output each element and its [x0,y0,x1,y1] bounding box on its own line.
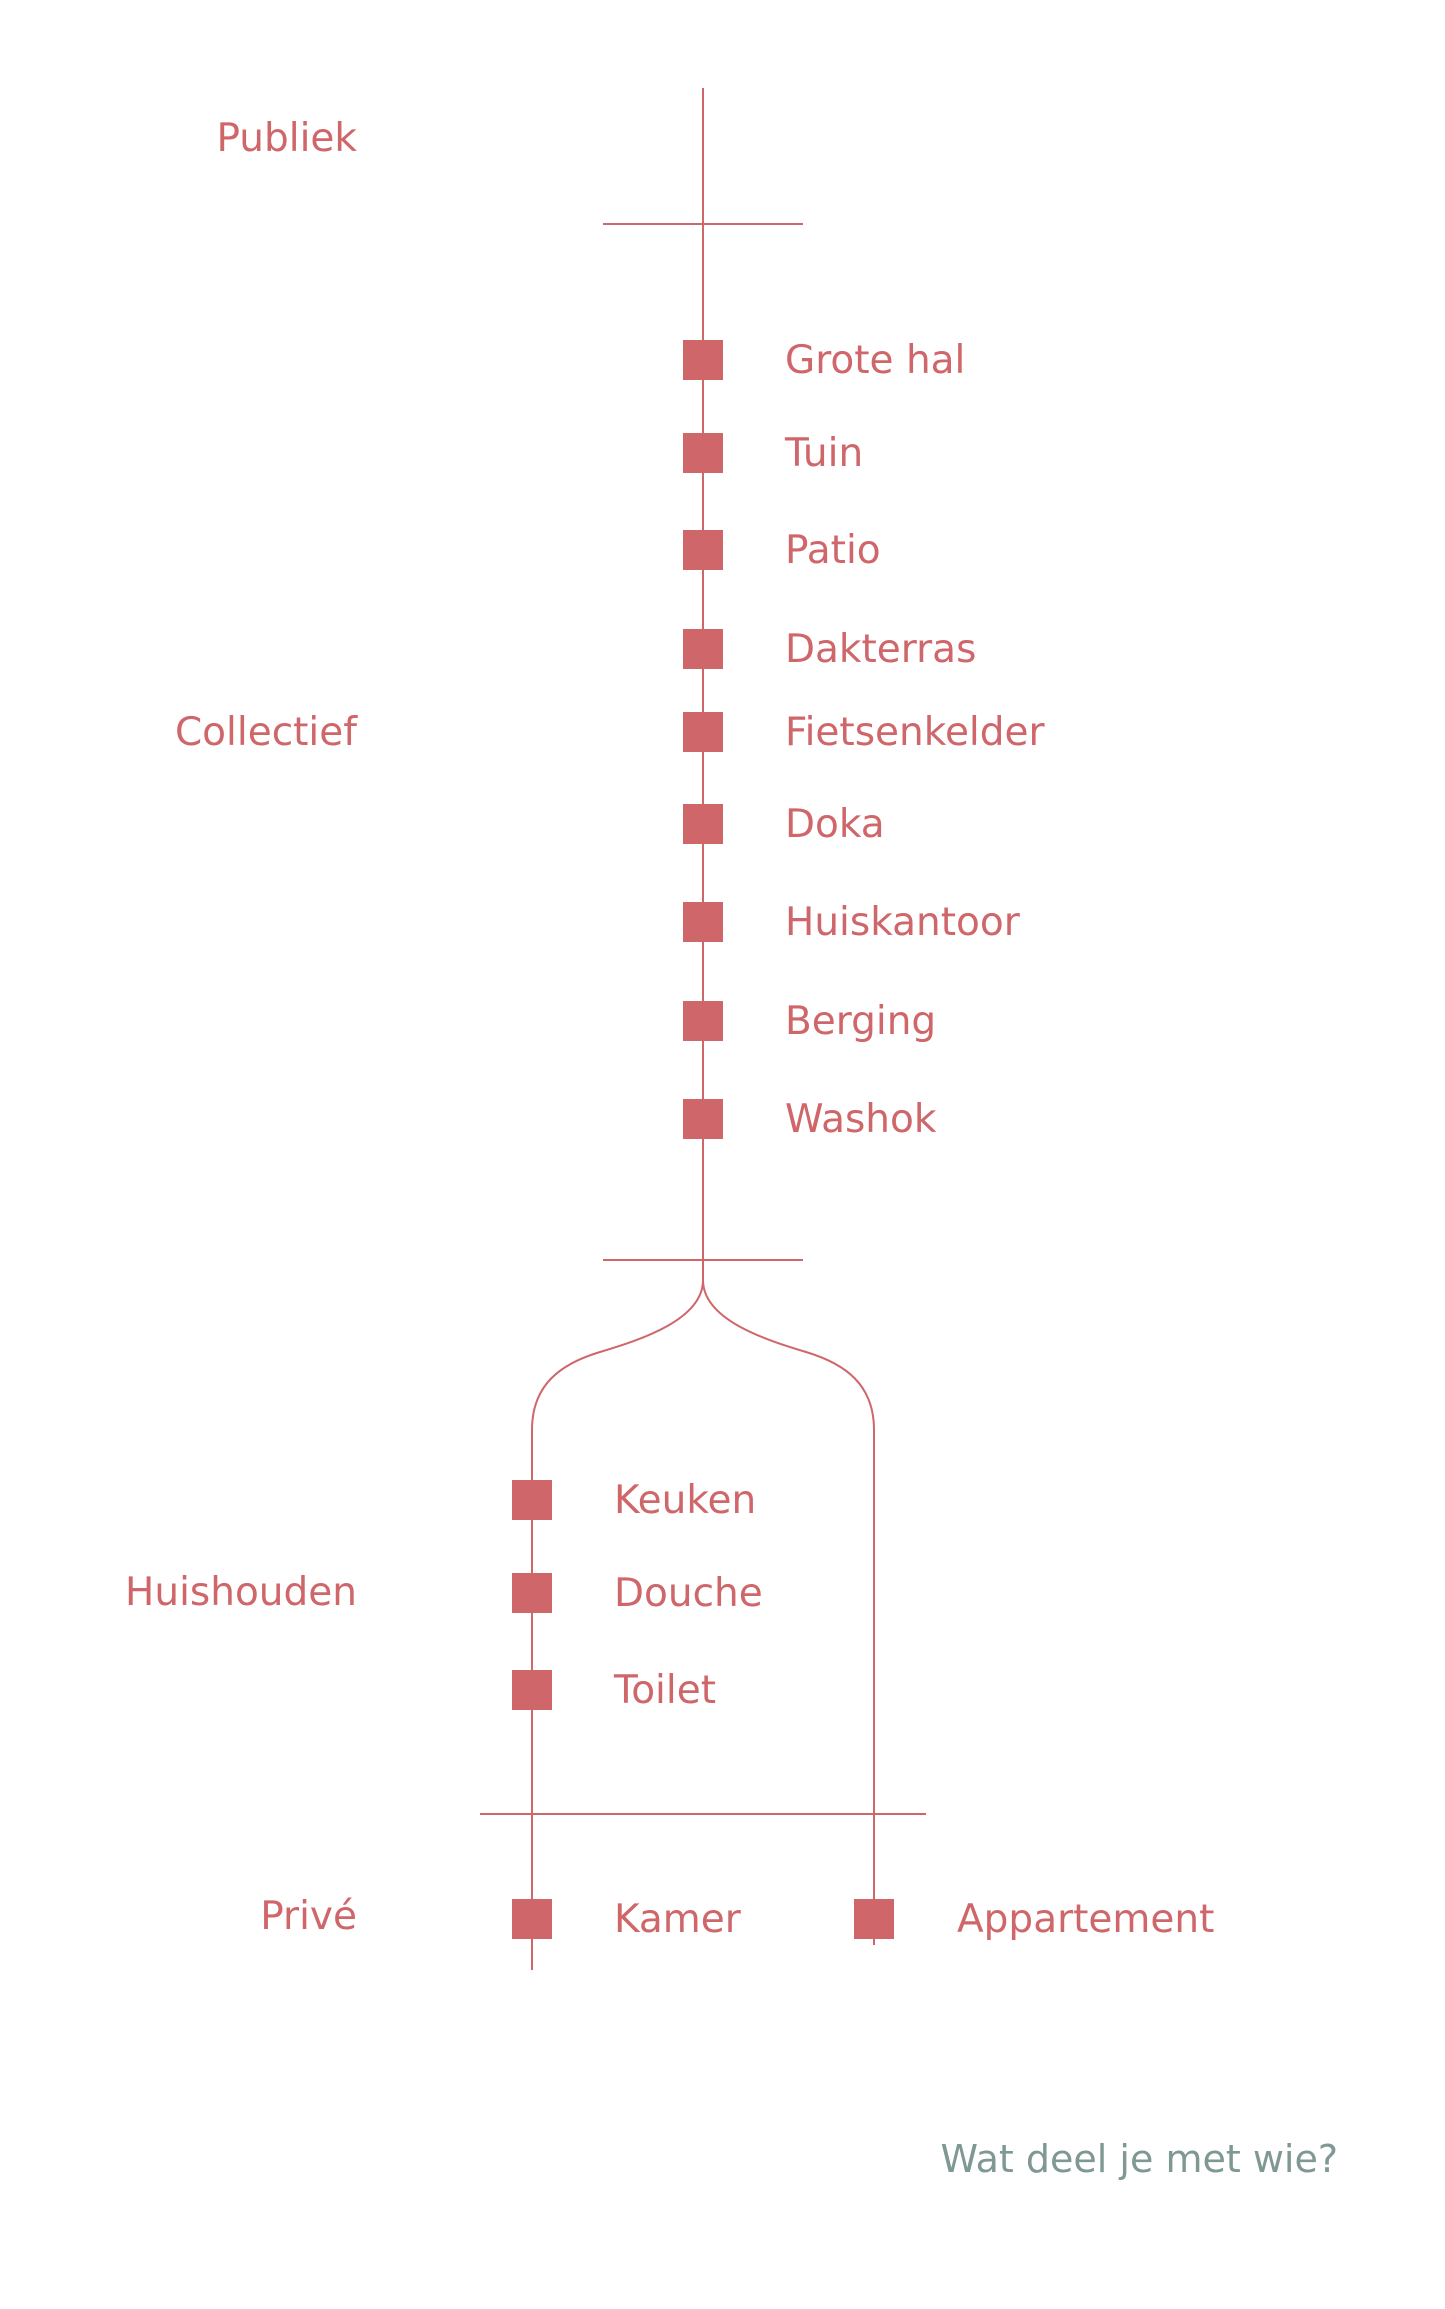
node-label-toilet: Toilet [613,1668,716,1713]
node-marker-doka [683,804,723,844]
node-marker-washok [683,1099,723,1139]
zone-label-prive: Privé [260,1894,357,1939]
node-label-fietsenkelder: Fietsenkelder [785,710,1046,755]
branch-right-curve [702,1279,875,1945]
node-label-doka: Doka [785,802,885,847]
huishouden-nodes: Keuken Douche Toilet [512,1478,763,1713]
node-label-appartement: Appartement [957,1897,1214,1942]
node-label-washok: Washok [785,1097,937,1142]
zone-label-huishouden: Huishouden [125,1570,357,1615]
prive-nodes: Kamer Appartement [512,1897,1214,1942]
diagram-lines [480,88,926,1970]
node-marker-dakterras [683,629,723,669]
node-marker-grote-hal [683,340,723,380]
node-marker-patio [683,530,723,570]
node-marker-berging [683,1001,723,1041]
node-label-keuken: Keuken [614,1478,756,1523]
zone-labels: Publiek Collectief Huishouden Privé [125,116,358,1939]
node-label-berging: Berging [785,999,936,1044]
node-marker-fietsenkelder [683,712,723,752]
node-marker-tuin [683,433,723,473]
node-label-patio: Patio [785,528,881,573]
node-marker-kamer [512,1899,552,1939]
node-label-grote-hal: Grote hal [785,338,965,383]
node-marker-douche [512,1573,552,1613]
node-marker-appartement [854,1899,894,1939]
node-marker-toilet [512,1670,552,1710]
node-label-huiskantoor: Huiskantoor [785,900,1021,945]
zone-label-publiek: Publiek [216,116,357,161]
node-label-tuin: Tuin [784,431,863,476]
node-label-dakterras: Dakterras [785,627,976,672]
node-label-douche: Douche [614,1571,763,1616]
node-label-kamer: Kamer [614,1897,742,1942]
collectief-nodes: Grote hal Tuin Patio Dakterras Fietsenke… [683,338,1046,1142]
node-marker-huiskantoor [683,902,723,942]
caption-text: Wat deel je met wie? [941,2137,1339,2181]
branch-left-curve [531,1279,704,1970]
node-marker-keuken [512,1480,552,1520]
zone-label-collectief: Collectief [175,710,358,755]
